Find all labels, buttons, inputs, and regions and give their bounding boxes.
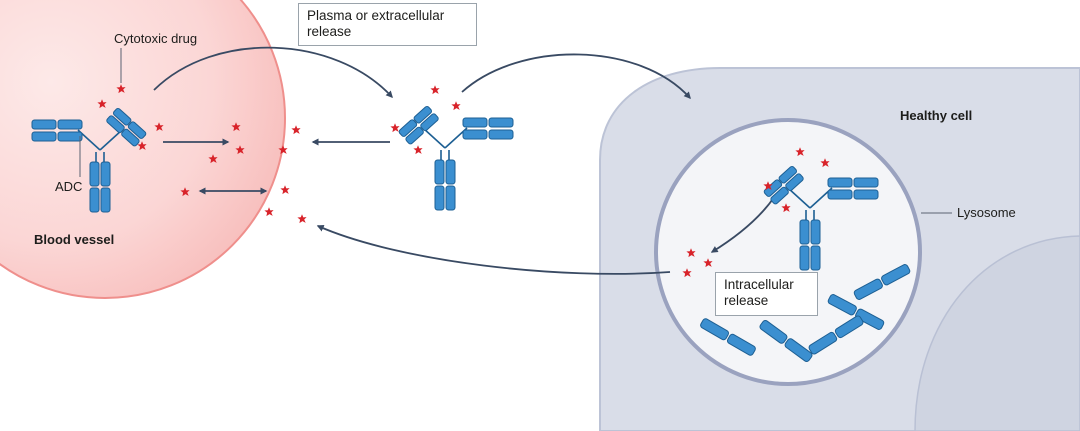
blood-vessel-label: Blood vessel [34, 232, 115, 247]
lysosome-label: Lysosome [957, 205, 1016, 220]
arrow-vessel-to-plasma [153, 46, 393, 99]
cytotoxic-drug-label: Cytotoxic drug [114, 31, 198, 46]
plasma-release-box: Plasma or extracellular release [298, 3, 477, 46]
arrow-lysosome-release [710, 195, 776, 253]
drug-star [264, 207, 274, 217]
adc-label: ADC [55, 179, 83, 194]
blood-vessel [0, 0, 286, 299]
drug-star [291, 125, 301, 135]
healthy-cell-label: Healthy cell [900, 108, 973, 123]
adc-antibody-plasma [397, 104, 514, 211]
intracellular-release-box: Intracellular release [715, 272, 818, 316]
drug-star [430, 85, 440, 95]
drug-star [390, 123, 400, 133]
drug-star [297, 214, 307, 224]
drug-star [451, 101, 461, 111]
arrow-intracellular-return [316, 225, 671, 275]
drug-star [280, 185, 290, 195]
arrow-plasma-to-cell [461, 53, 691, 100]
nucleus [914, 235, 1080, 431]
drug-star [413, 145, 423, 155]
